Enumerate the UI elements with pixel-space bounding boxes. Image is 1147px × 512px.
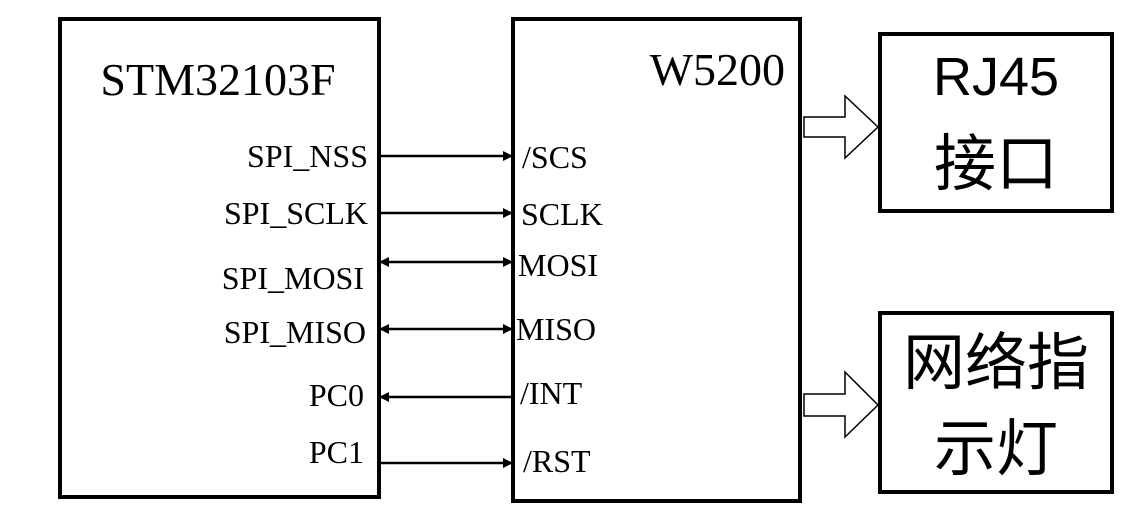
mcu-pin-pc1: PC1: [309, 434, 364, 470]
rj45-label: RJ45: [933, 47, 1059, 107]
w5200-title: W5200: [650, 44, 785, 95]
w5200-pin-rst: /RST: [523, 443, 591, 479]
w5200-pin-miso: MISO: [516, 311, 596, 347]
mcu-pin-pc0: PC0: [309, 377, 364, 413]
rj45-block: [878, 32, 1114, 213]
w5200-pin-scs: /SCS: [522, 139, 588, 175]
mcu-block: [58, 17, 381, 499]
network-indicator-label-line1: 网络指: [903, 326, 1089, 399]
w5200-pin-sclk: SCLK: [521, 196, 603, 232]
network-indicator-block: [878, 311, 1114, 494]
hollow-arrow-to-rj45: [803, 94, 880, 160]
mcu-pin-spi-mosi: SPI_MOSI: [222, 260, 364, 296]
network-indicator-label-line2: 示灯: [934, 412, 1058, 485]
mcu-pin-spi-sclk: SPI_SCLK: [224, 195, 368, 231]
hollow-arrow-to-indicator: [803, 370, 880, 439]
w5200-block: [511, 17, 802, 503]
mcu-title: STM32103F: [100, 54, 335, 105]
mcu-pin-spi-miso: SPI_MISO: [224, 314, 366, 350]
mcu-pin-spi-nss: SPI_NSS: [247, 138, 368, 174]
w5200-pin-int: /INT: [520, 375, 583, 411]
rj45-interface-label: 接口: [934, 127, 1058, 200]
w5200-pin-mosi: MOSI: [518, 247, 598, 283]
